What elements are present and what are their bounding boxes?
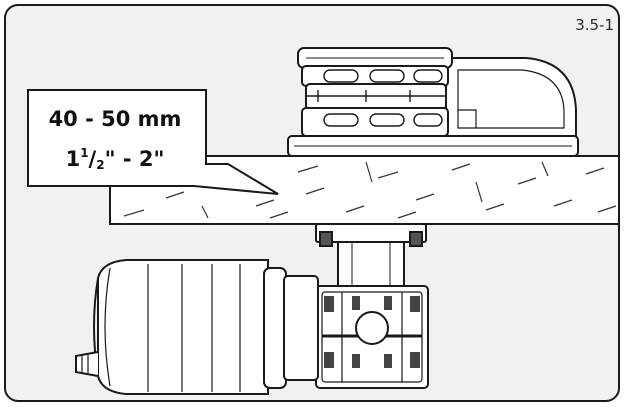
figure-frame: 3.5-1 — [4, 4, 620, 402]
windlass-top-unit — [287, 47, 579, 157]
imperial-rest: " - 2" — [104, 147, 165, 171]
gearbox-coupling — [315, 285, 429, 389]
deck-thickness-imperial: 11/2" - 2" — [65, 146, 165, 172]
imperial-whole: 1 — [65, 147, 81, 171]
deck-thickness-metric: 40 - 50 mm — [48, 107, 182, 131]
callout-bubble — [27, 89, 279, 195]
electric-motor — [75, 259, 319, 395]
windlass-installation-drawing — [27, 47, 618, 395]
deck-thickness-callout: 40 - 50 mm 11/2" - 2" — [40, 102, 190, 182]
imperial-denominator: 2 — [96, 158, 105, 172]
through-deck-shaft — [315, 223, 427, 291]
imperial-numerator: 1 — [80, 146, 89, 160]
figure-number: 3.5-1 — [575, 16, 614, 34]
